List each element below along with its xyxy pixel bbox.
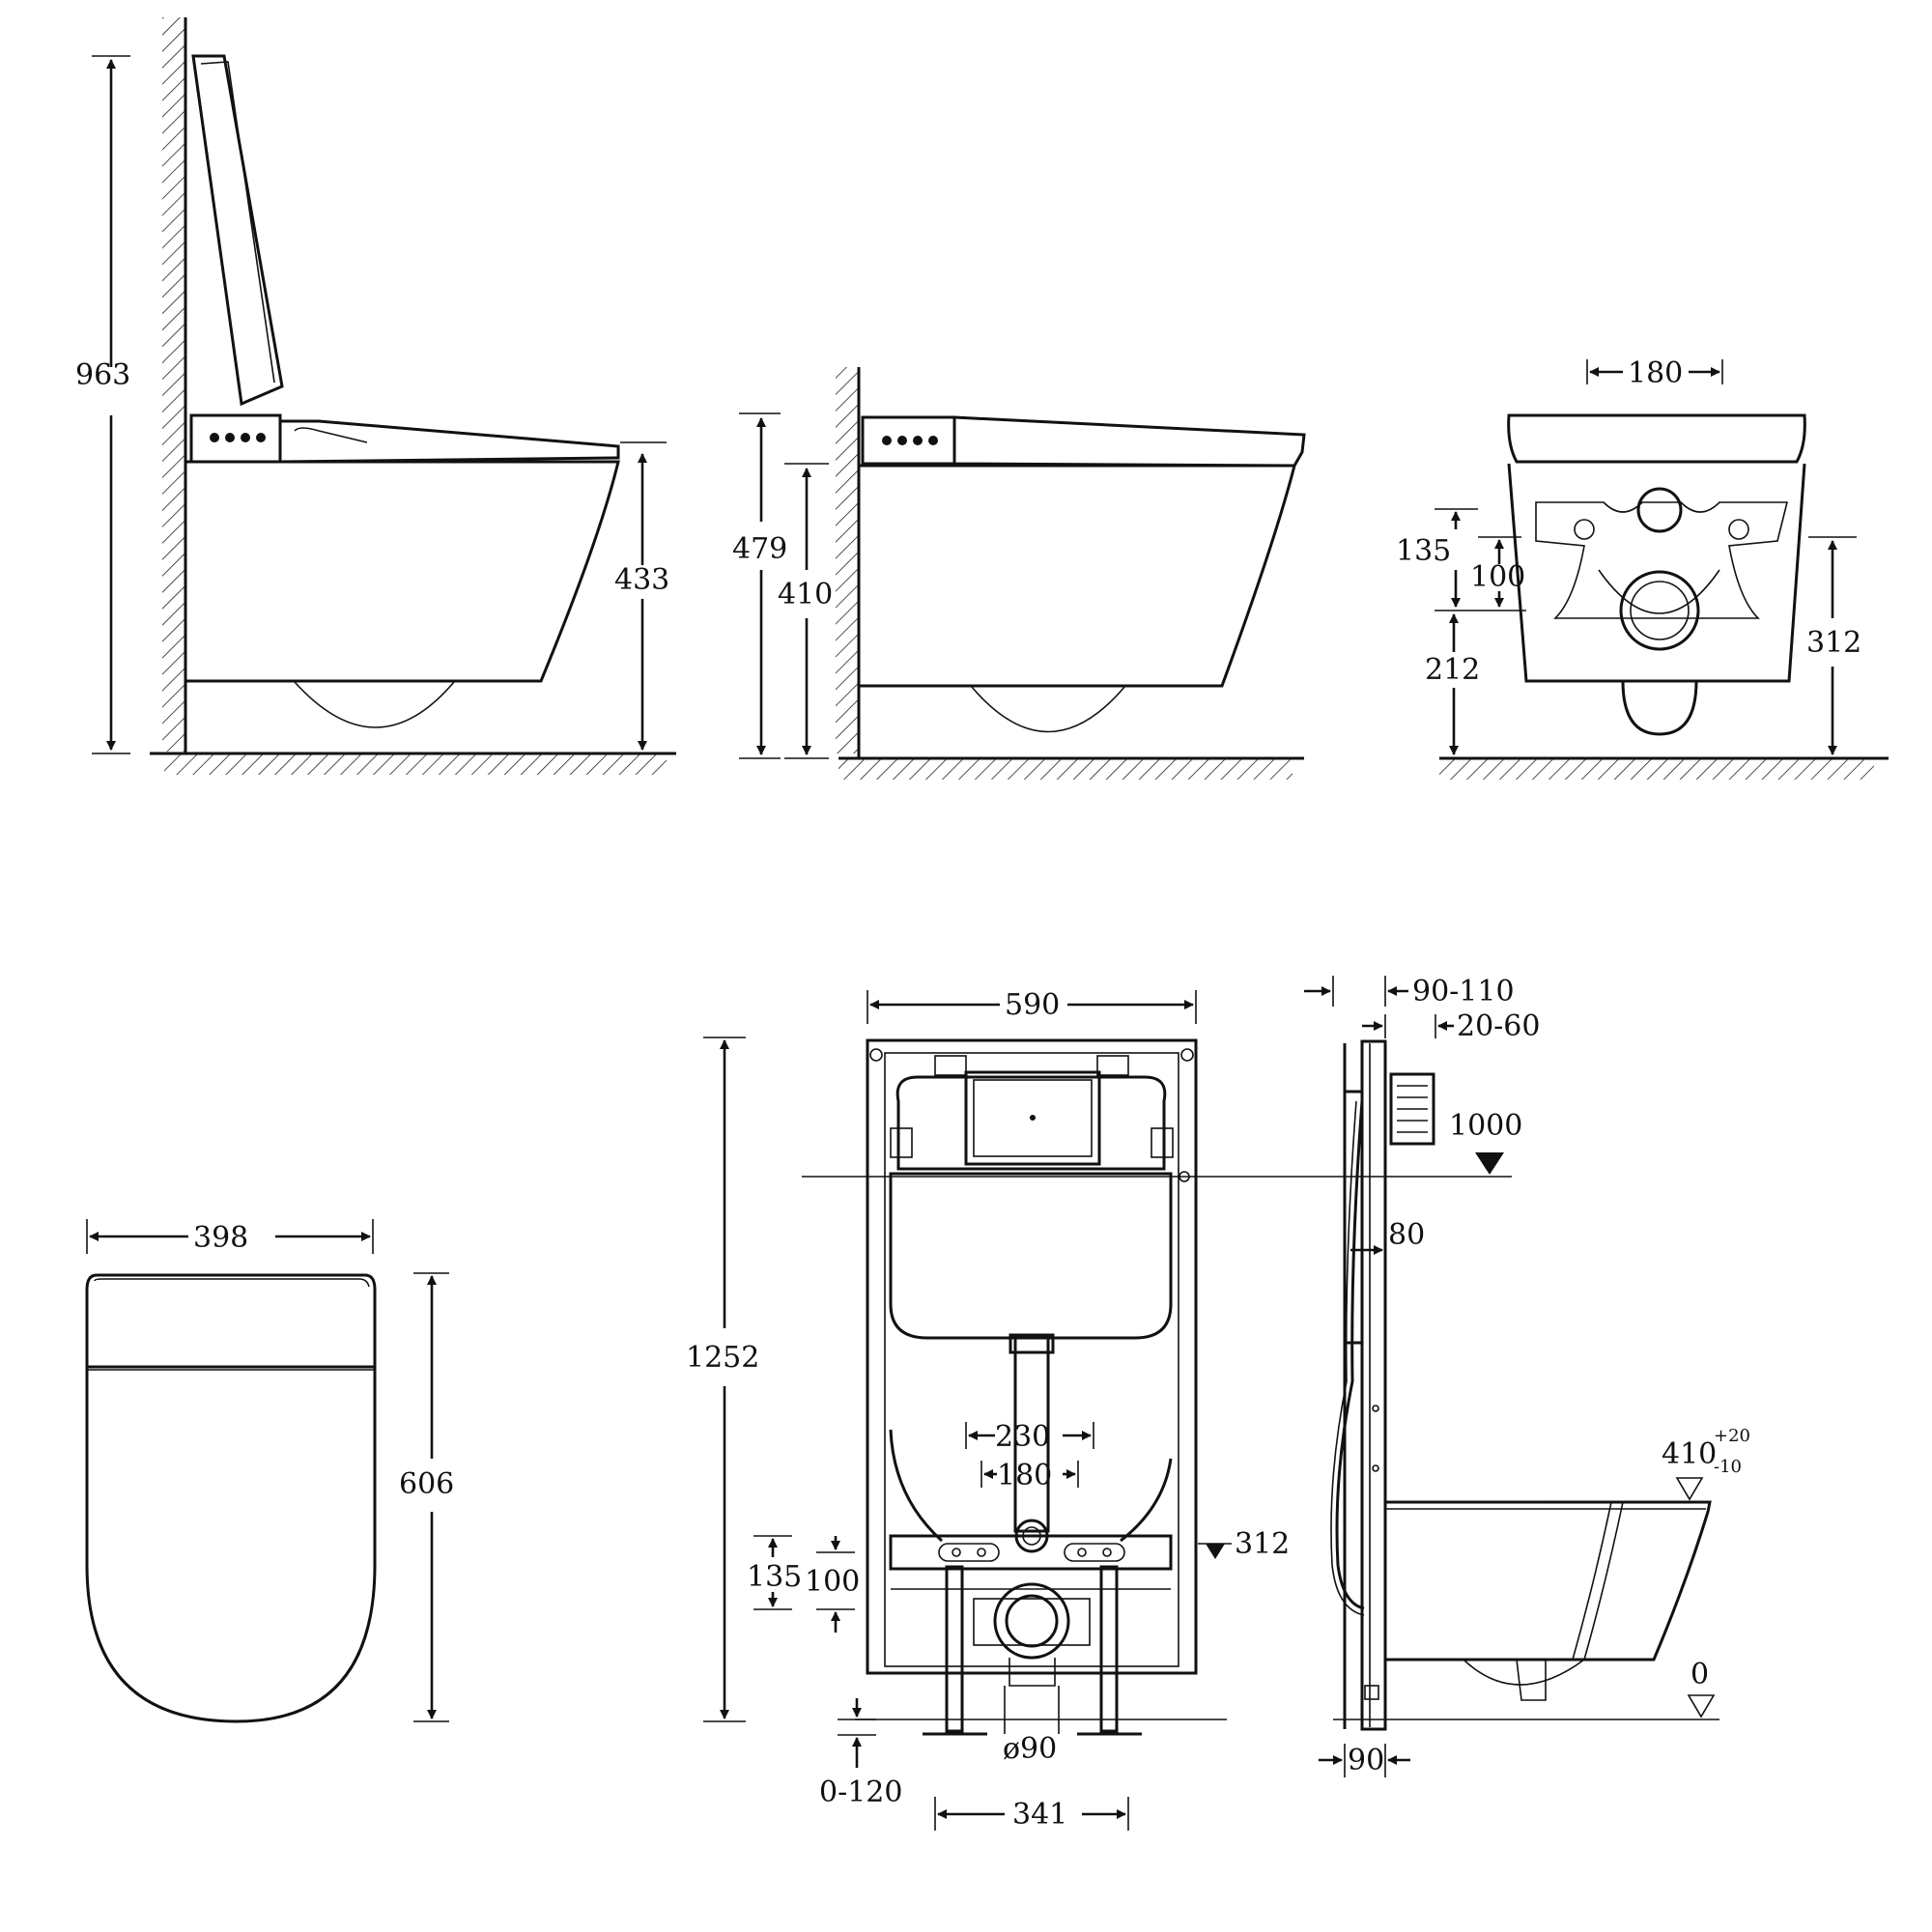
dim-pipe-diameter: ø90 <box>1003 1732 1057 1766</box>
level-410-tol-minus: -10 <box>1714 1457 1742 1477</box>
dim-433: 433 <box>614 563 669 597</box>
level-312: 312 <box>1235 1527 1290 1561</box>
dim-590: 590 <box>1005 988 1060 1022</box>
level-1000: 1000 <box>1449 1109 1522 1143</box>
top-view: 398 606 <box>85 1219 454 1723</box>
side-view-seat-open: 963 433 <box>75 17 676 775</box>
dim-606: 606 <box>399 1467 454 1501</box>
dim-80: 80 <box>1388 1218 1425 1252</box>
installation-frame-front: 590 1252 230 180 135 100 312 <box>686 988 1512 1832</box>
dim-1252: 1252 <box>686 1341 759 1375</box>
floor-hatch <box>838 758 1293 780</box>
dim-20-60: 20-60 <box>1457 1009 1540 1043</box>
dim-90-110: 90-110 <box>1412 975 1515 1009</box>
level-0: 0 <box>1690 1658 1709 1691</box>
wall-hatch <box>162 17 185 752</box>
dim-100: 100 <box>1470 560 1525 594</box>
dim-100-frame: 100 <box>805 1565 860 1599</box>
dim-312: 312 <box>1806 626 1861 660</box>
dim-90: 90 <box>1348 1744 1384 1777</box>
dim-230: 230 <box>995 1420 1050 1454</box>
level-410-tol-plus: +20 <box>1714 1426 1750 1446</box>
dim-135-frame: 135 <box>747 1560 802 1594</box>
dim-398: 398 <box>193 1221 248 1255</box>
front-view: 180 135 100 212 312 <box>1396 356 1889 780</box>
floor-hatch <box>1439 758 1874 780</box>
dim-410: 410 <box>778 578 833 611</box>
dim-479: 479 <box>732 532 787 566</box>
level-410: 410 <box>1662 1437 1717 1471</box>
dim-963: 963 <box>75 358 130 392</box>
floor-hatch <box>164 753 667 775</box>
dim-341: 341 <box>1012 1798 1067 1832</box>
side-view-seat-closed: 479 410 <box>732 367 1306 780</box>
wall-hatch <box>836 367 859 753</box>
dim-212: 212 <box>1425 653 1480 687</box>
dim-180-bolts: 180 <box>997 1459 1052 1492</box>
installation-frame-side: 90-110 20-60 1000 80 90 410 +20 -10 0 <box>1304 975 1750 1777</box>
dim-135: 135 <box>1396 534 1451 568</box>
dim-180: 180 <box>1628 356 1683 390</box>
dim-0-120: 0-120 <box>819 1776 902 1809</box>
